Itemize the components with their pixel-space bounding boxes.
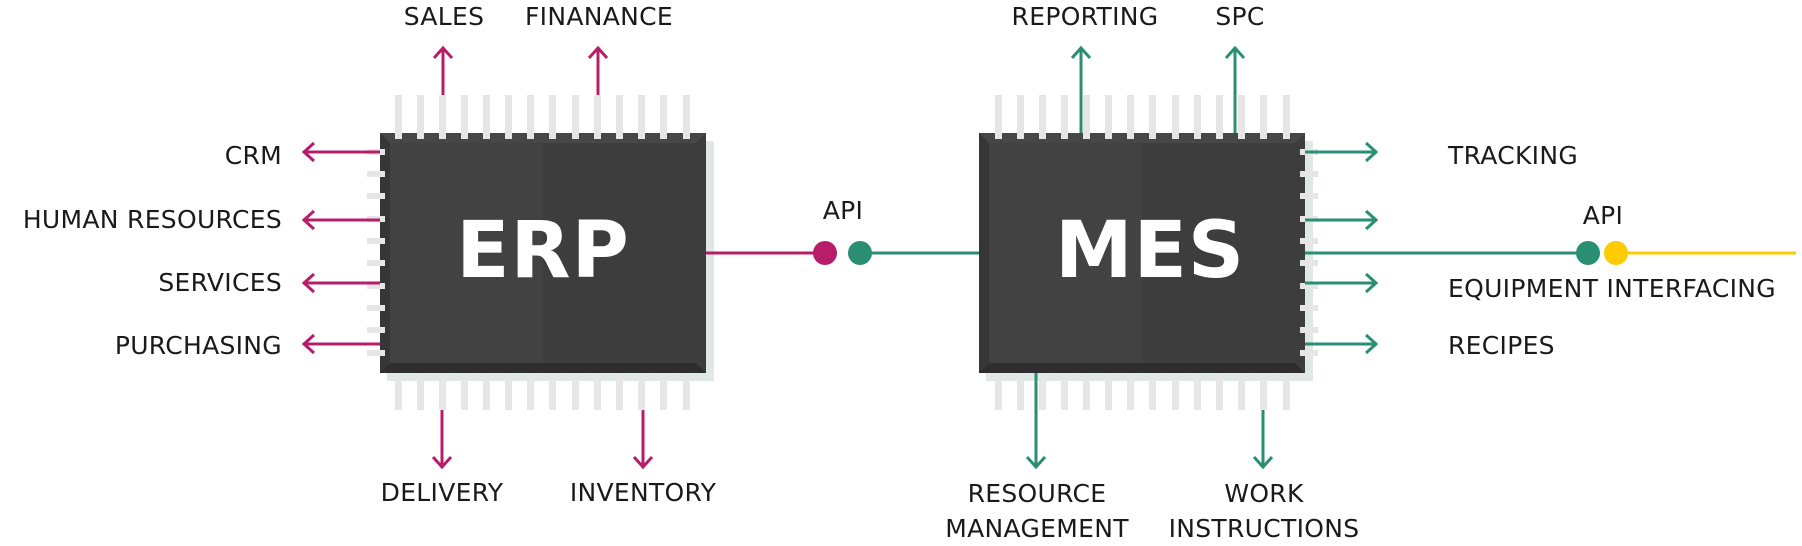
label-mes-equipment-api: API <box>1582 201 1624 230</box>
erp-chip-title: ERP <box>456 206 630 296</box>
label-human-resources: HUMAN RESOURCES <box>22 205 282 234</box>
label-purchasing: PURCHASING <box>114 331 282 360</box>
erp-arrows <box>301 45 822 470</box>
label-services: SERVICES <box>158 268 282 297</box>
erp-api-connector-dot <box>813 241 837 265</box>
label-delivery: DELIVERY <box>380 478 504 507</box>
mes-chip <box>979 95 1318 410</box>
mes-chip-title: MES <box>1054 206 1246 296</box>
label-equipment-interfacing: EQUIPMENT INTERFACING <box>1448 274 1776 303</box>
mes-arrows <box>1025 45 1585 470</box>
label-work-instructions-line2: INSTRUCTIONS <box>1168 514 1360 543</box>
label-inventory: INVENTORY <box>569 478 717 507</box>
label-work-instructions-line1: WORK <box>1224 479 1304 508</box>
erp-chip <box>367 95 714 410</box>
label-recipes: RECIPES <box>1448 331 1555 360</box>
label-spc: SPC <box>1215 2 1265 31</box>
label-resource-management-line2: MANAGEMENT <box>945 514 1129 543</box>
label-sales: SALES <box>403 2 485 31</box>
label-reporting: REPORTING <box>1011 2 1159 31</box>
erp-top-pins <box>395 95 690 135</box>
label-crm: CRM <box>224 141 282 170</box>
label-resource-management-line1: RESOURCE <box>967 479 1107 508</box>
label-resource-management: RESOURCE MANAGEMENT <box>945 476 1129 546</box>
label-finance: FINANANCE <box>524 2 674 31</box>
erp-bottom-pins <box>395 370 690 410</box>
label-work-instructions: WORK INSTRUCTIONS <box>1169 476 1360 546</box>
label-tracking: TRACKING <box>1448 141 1578 170</box>
mes-equipment-api-dot <box>1576 241 1600 265</box>
label-erp-mes-api: API <box>822 196 864 225</box>
